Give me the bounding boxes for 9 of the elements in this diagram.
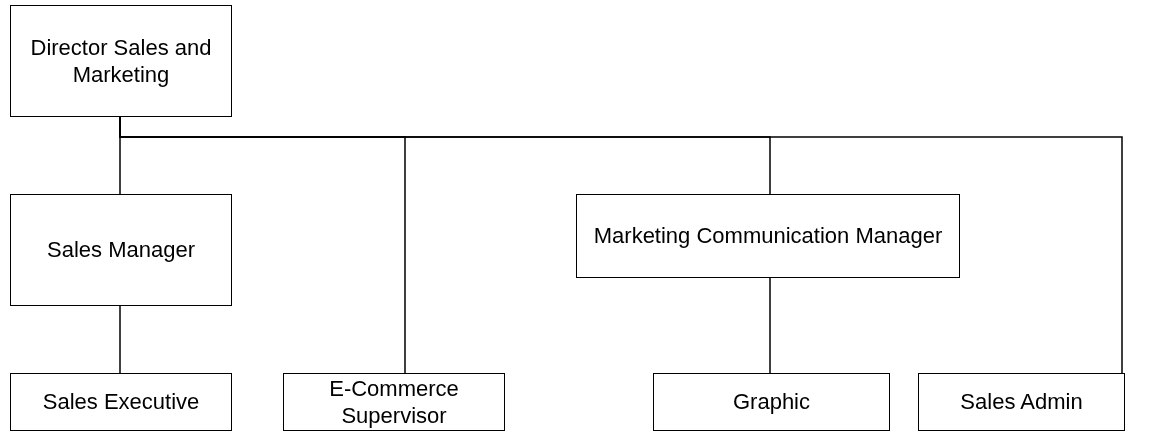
connector-line — [769, 277, 771, 374]
role-box: Director Sales and Marketing — [10, 5, 232, 117]
role-box: Sales Executive — [10, 373, 232, 431]
connector-line — [119, 305, 121, 374]
role-box: Graphic — [653, 373, 890, 431]
role-box: Sales Admin — [918, 373, 1125, 431]
role-box: Sales Manager — [10, 194, 232, 306]
role-box: E-Commerce Supervisor — [283, 373, 505, 431]
role-box: Marketing Communication Manager — [576, 194, 960, 278]
